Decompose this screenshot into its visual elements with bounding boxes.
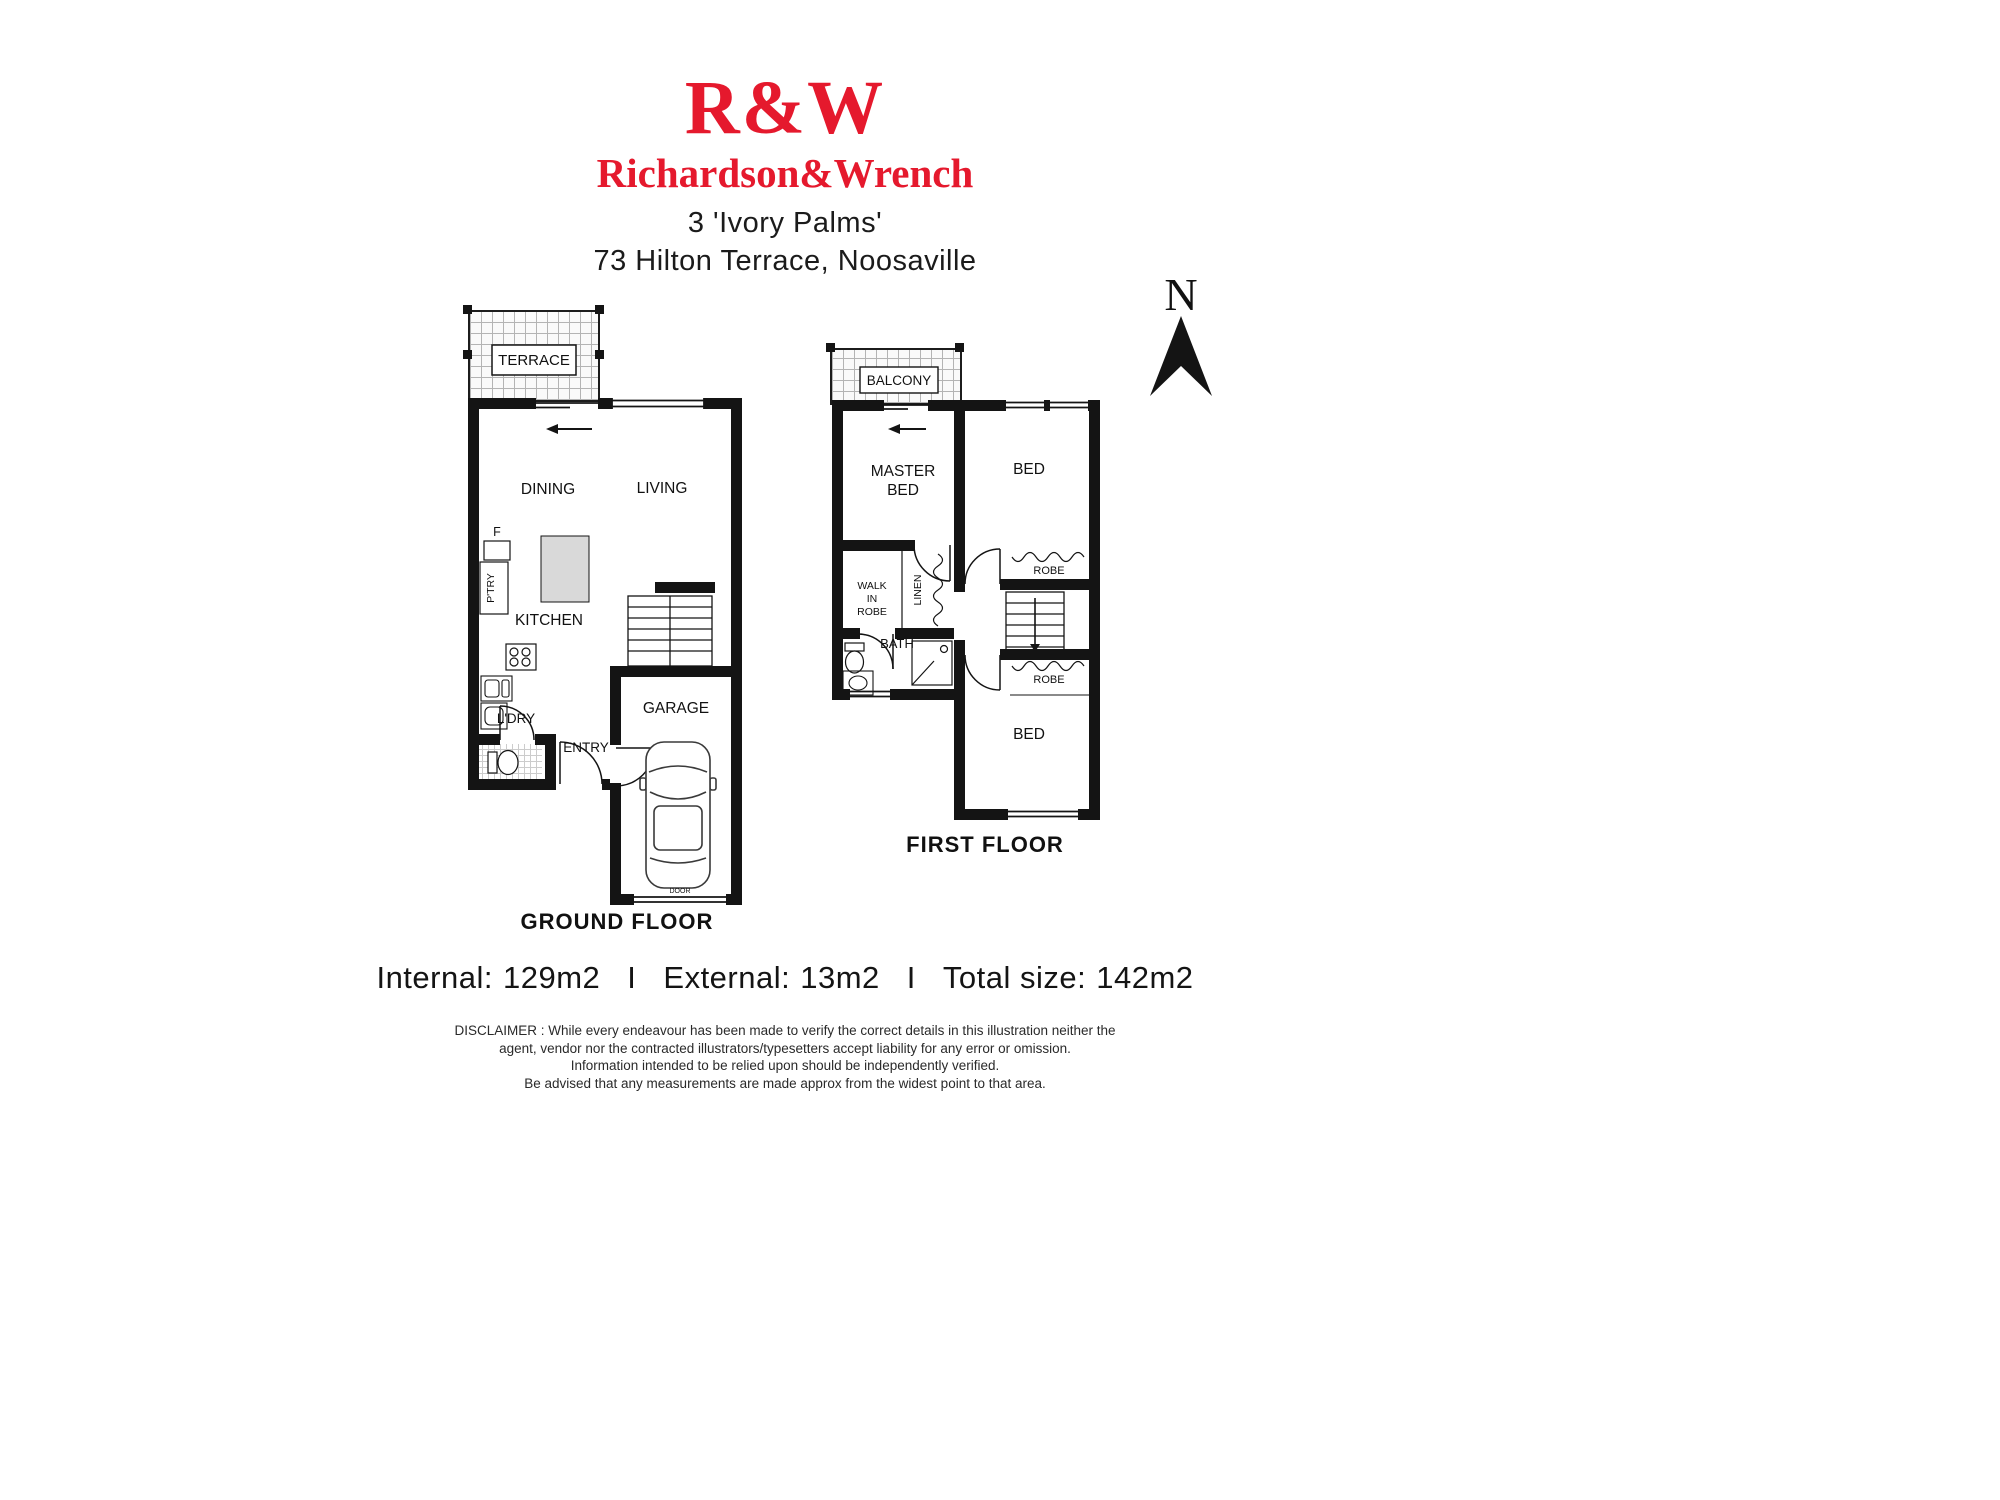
total-label: Total size: <box>942 960 1087 995</box>
bath-label: BATH <box>880 636 914 651</box>
kitchen-island <box>540 535 590 603</box>
garage-label: GARAGE <box>643 700 709 717</box>
pantry-cupboard <box>479 561 509 615</box>
first-windows <box>850 401 1088 818</box>
disclaimer: DISCLAIMER : While every endeavour has b… <box>0 1022 1570 1092</box>
kitchen-label: KITCHEN <box>515 612 583 629</box>
external-value: 13m2 <box>800 960 880 995</box>
terrace-text: TERRACE <box>498 352 570 369</box>
ground-floor-plan: TERRACE DINING LIVING F P'TRY KITCHEN L'… <box>463 305 742 934</box>
disclaimer-line: DISCLAIMER : While every endeavour has b… <box>454 1023 1116 1038</box>
toilet-icon <box>487 749 519 776</box>
laundry-label: L'DRY <box>497 711 535 726</box>
disclaimer-line: Be advised that any measurements are mad… <box>524 1075 1046 1091</box>
separator: I <box>906 960 916 995</box>
terrace-posts <box>463 305 604 359</box>
first-room-labels: MASTER BED BED WALK IN ROBE LINEN ROBE B… <box>857 461 1064 743</box>
robe-rails <box>1010 551 1089 696</box>
cooktop-icon <box>505 643 537 671</box>
master-bed-label-line2: BED <box>887 482 919 499</box>
garage-door-label: DOOR <box>670 888 691 895</box>
address-line-1: 3 'Ivory Palms' <box>687 207 883 240</box>
north-arrow-icon: N <box>1150 269 1212 396</box>
ground-windows <box>536 398 726 903</box>
master-bed-label-line1: MASTER <box>871 463 936 480</box>
walk-in-robe-label-line1: WALK <box>857 580 886 592</box>
toilet-icon <box>844 642 865 674</box>
internal-label: Internal: <box>376 960 493 995</box>
walk-in-robe-label-line3: ROBE <box>857 606 887 618</box>
linen-closet <box>901 551 944 628</box>
car-icon <box>639 741 717 889</box>
north-label: N <box>1164 269 1197 320</box>
robe-bottom-label: ROBE <box>1033 674 1064 686</box>
balcony-text: BALCONY <box>867 373 932 388</box>
rw-logo: R&W <box>684 66 886 150</box>
vanity-icon <box>842 670 874 696</box>
internal-value: 129m2 <box>502 960 601 995</box>
header: R&W Richardson&Wrench 3 'Ivory Palms' 73… <box>0 70 1570 279</box>
entry-label: ENTRY <box>563 740 609 755</box>
disclaimer-line: agent, vendor nor the contracted illustr… <box>499 1040 1071 1056</box>
linen-label: LINEN <box>912 575 924 606</box>
bath-fixtures <box>842 640 953 696</box>
balcony-posts <box>826 343 964 352</box>
fridge-label: F <box>493 525 501 539</box>
terrace-label: TERRACE <box>491 344 577 376</box>
ground-floor-title: GROUND FLOOR <box>521 909 714 934</box>
first-stairs <box>1005 591 1065 653</box>
living-label: LIVING <box>637 480 688 497</box>
shower-icon <box>911 640 953 686</box>
first-floor-title: FIRST FLOOR <box>906 832 1064 857</box>
walk-in-robe-label-line2: IN <box>867 593 878 605</box>
ground-stairs <box>627 595 713 667</box>
separator: I <box>627 960 637 995</box>
bed-bottom-label: BED <box>1013 726 1045 743</box>
first-walls <box>832 400 1100 820</box>
total-value: 142m2 <box>1096 960 1194 995</box>
balcony-door-arrow <box>888 424 926 434</box>
brand-name: Richardson&Wrench <box>596 150 974 196</box>
ground-room-labels: DINING LIVING F P'TRY KITCHEN L'DRY ENTR… <box>485 480 709 895</box>
laundry-tub-icon <box>480 702 508 730</box>
pantry-label: P'TRY <box>485 573 497 603</box>
disclaimer-line: Information intended to be relied upon s… <box>570 1058 1000 1073</box>
address-line-2: 73 Hilton Terrace, Noosaville <box>593 245 977 278</box>
fridge-icon <box>483 540 511 561</box>
bed-top-label: BED <box>1013 461 1045 478</box>
external-label: External: <box>663 960 791 995</box>
area-summary: Internal: 129m2 I External: 13m2 I Total size:… <box>0 960 1570 996</box>
ground-walls <box>468 398 742 905</box>
first-floor-plan: BALCONY MASTER BED BED WALK IN ROBE LINE… <box>826 343 1100 857</box>
first-door-arcs <box>857 544 1001 691</box>
balcony-label: BALCONY <box>859 366 939 394</box>
robe-top-label: ROBE <box>1033 565 1064 577</box>
terrace-door-arrow <box>546 424 592 434</box>
dining-label: DINING <box>521 481 575 498</box>
sink-icon <box>480 675 513 702</box>
